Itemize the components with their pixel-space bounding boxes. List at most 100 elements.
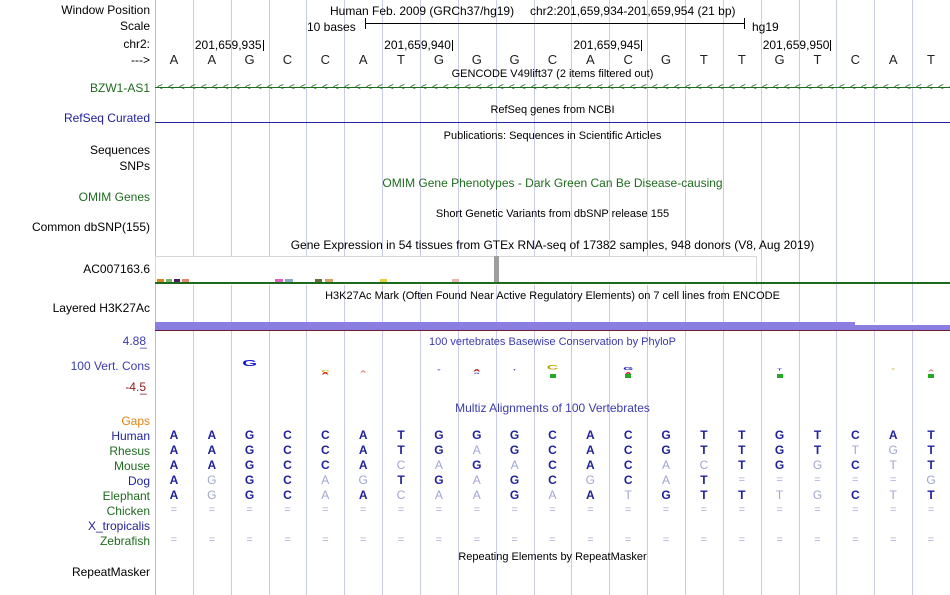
phylop-conservation-plot[interactable]: GCAATAGTCGATTA [155, 352, 950, 394]
track-label-bzw1-as1[interactable]: BZW1-AS1 [89, 81, 150, 95]
alignment-base-cell: = [700, 534, 708, 546]
track-label-repeatmasker[interactable]: RepeatMasker [71, 565, 150, 579]
sequence-base: G [774, 52, 785, 67]
alignment-base-cell: = [208, 534, 215, 546]
gene-bzw1-as1-strand-line[interactable]: <<<<<<<<<<<<<<<<<<<<<<<<<<<<<<<<<<<<<<<<… [155, 82, 950, 93]
phylop-center-mark [776, 374, 783, 378]
alignment-base-cell: A [434, 458, 443, 472]
alignment-base-cell: C [396, 458, 406, 472]
alignment-base-cell: G [207, 488, 217, 502]
gtex-tissue-bar [325, 279, 333, 282]
phylop-base-glyph: A [609, 372, 647, 375]
strand-arrow-label: ---> [131, 53, 150, 67]
strand-arrow-icon: < [729, 82, 735, 93]
alignment-base-cell: G [244, 458, 255, 472]
sequence-base: C [282, 52, 293, 67]
h3k27ac-signal[interactable] [155, 322, 950, 330]
gtex-tissue-bar [174, 279, 180, 282]
alignment-base-cell: A [358, 488, 368, 502]
strand-arrow-icon: < [608, 82, 614, 93]
alignment-base-cell: G [244, 473, 255, 487]
alignment-base-cell: = [549, 534, 556, 546]
alignment-base-cell: = [738, 534, 745, 546]
alignment-base-cell: C [283, 458, 292, 472]
phylop-base-glyph: G [242, 358, 257, 369]
track-label-snps[interactable]: SNPs [119, 159, 150, 173]
phylop-base-glyph: A [360, 370, 367, 374]
track-label-sequences[interactable]: Sequences [89, 143, 150, 157]
alignment-base-cell: = [814, 504, 821, 516]
alignment-gaps-label[interactable]: Gaps [121, 414, 150, 428]
alignment-base-cell: = [587, 504, 594, 516]
track-label-omim-genes[interactable]: OMIM Genes [78, 190, 150, 204]
alignment-base-cell: C [850, 488, 860, 502]
sequence-base: A [169, 52, 179, 67]
strand-arrow-icon: < [421, 82, 427, 93]
alignment-species-label[interactable]: Human [111, 429, 150, 443]
alignment-row: ===================== [155, 533, 950, 548]
alignment-species-label[interactable]: Dog [127, 474, 150, 488]
alignment-base-cell: T [813, 443, 822, 457]
track-label-refseq-curated[interactable]: RefSeq Curated [63, 111, 150, 125]
alignment-row: ===================== [155, 503, 950, 518]
alignment-base-cell: = [814, 474, 821, 486]
alignment-base-cell: G [774, 458, 785, 472]
sequence-base: T [397, 52, 405, 67]
alignment-base-cell: C [283, 443, 292, 457]
sequence-base: C [547, 52, 558, 67]
alignment-base-cell: A [472, 443, 481, 457]
sequence-base: C [850, 52, 860, 67]
phylop-center-mark [549, 374, 556, 378]
alignment-base-cell: G [661, 488, 671, 502]
alignment-base-cell: C [283, 428, 292, 442]
alignment-base-cell: = [473, 534, 480, 546]
alignment-species-label[interactable]: Chicken [106, 504, 150, 518]
alignment-base-cell: C [548, 443, 557, 457]
strand-arrow-icon: < [883, 82, 889, 93]
alignment-base-cell: A [661, 458, 670, 472]
strand-arrow-icon: < [465, 82, 471, 93]
alignment-base-cell: = [284, 534, 291, 546]
strand-arrow-icon: < [828, 82, 834, 93]
strand-arrow-icon: < [256, 82, 262, 93]
alignment-base-cell: G [661, 443, 671, 457]
strand-arrow-icon: < [212, 82, 218, 93]
alignment-species-label[interactable]: Elephant [102, 489, 150, 503]
strand-arrow-icon: < [806, 82, 812, 93]
alignment-species-label[interactable]: Zebrafish [99, 534, 150, 548]
alignment-species-label[interactable]: Mouse [113, 459, 150, 473]
refseq-feature-line[interactable] [155, 122, 950, 123]
alignment-base-cell: G [244, 428, 255, 442]
alignment-base-cell: = [624, 504, 632, 516]
alignment-base-cell: G [244, 488, 255, 502]
alignment-species-label[interactable]: Rhesus [109, 444, 150, 458]
strand-arrow-icon: < [938, 82, 944, 93]
alignment-base-cell: = [776, 474, 783, 486]
phylop-center-mark [928, 374, 935, 378]
track-label-ac007163[interactable]: AC007163.6 [83, 262, 150, 276]
alignment-base-cell: C [699, 458, 709, 472]
strand-arrow-icon: < [168, 82, 174, 93]
alignment-base-cell: T [927, 488, 935, 502]
ruler-tick: 201,659,935 [194, 38, 264, 52]
track-label-common-dbsnp[interactable]: Common dbSNP(155) [31, 220, 150, 234]
alignment-base-cell: A [358, 443, 368, 457]
track-label-100-vert-cons[interactable]: 100 Vert. Cons [70, 359, 150, 373]
alignment-base-cell: G [509, 428, 520, 442]
strand-arrow-icon: < [531, 82, 537, 93]
alignment-base-cell: C [283, 488, 292, 502]
track-label-layered-h3k27ac[interactable]: Layered H3K27Ac [52, 301, 150, 315]
strand-arrow-icon: < [498, 82, 504, 93]
alignment-base-cell: G [661, 428, 671, 442]
alignment-base-cell: T [700, 428, 708, 442]
alignment-species-label[interactable]: X_tropicalis [87, 519, 150, 533]
alignment-base-cell: A [434, 488, 443, 502]
alignment-base-cell: = [889, 534, 897, 546]
phylop-base-glyph: A [928, 369, 934, 373]
alignment-base-cell: T [397, 443, 405, 457]
track-title-phylop: 100 vertebrates Basewise Conservation by… [428, 336, 677, 348]
alignment-base-cell: C [320, 458, 330, 472]
phylop-base-glyph: T [437, 369, 441, 371]
